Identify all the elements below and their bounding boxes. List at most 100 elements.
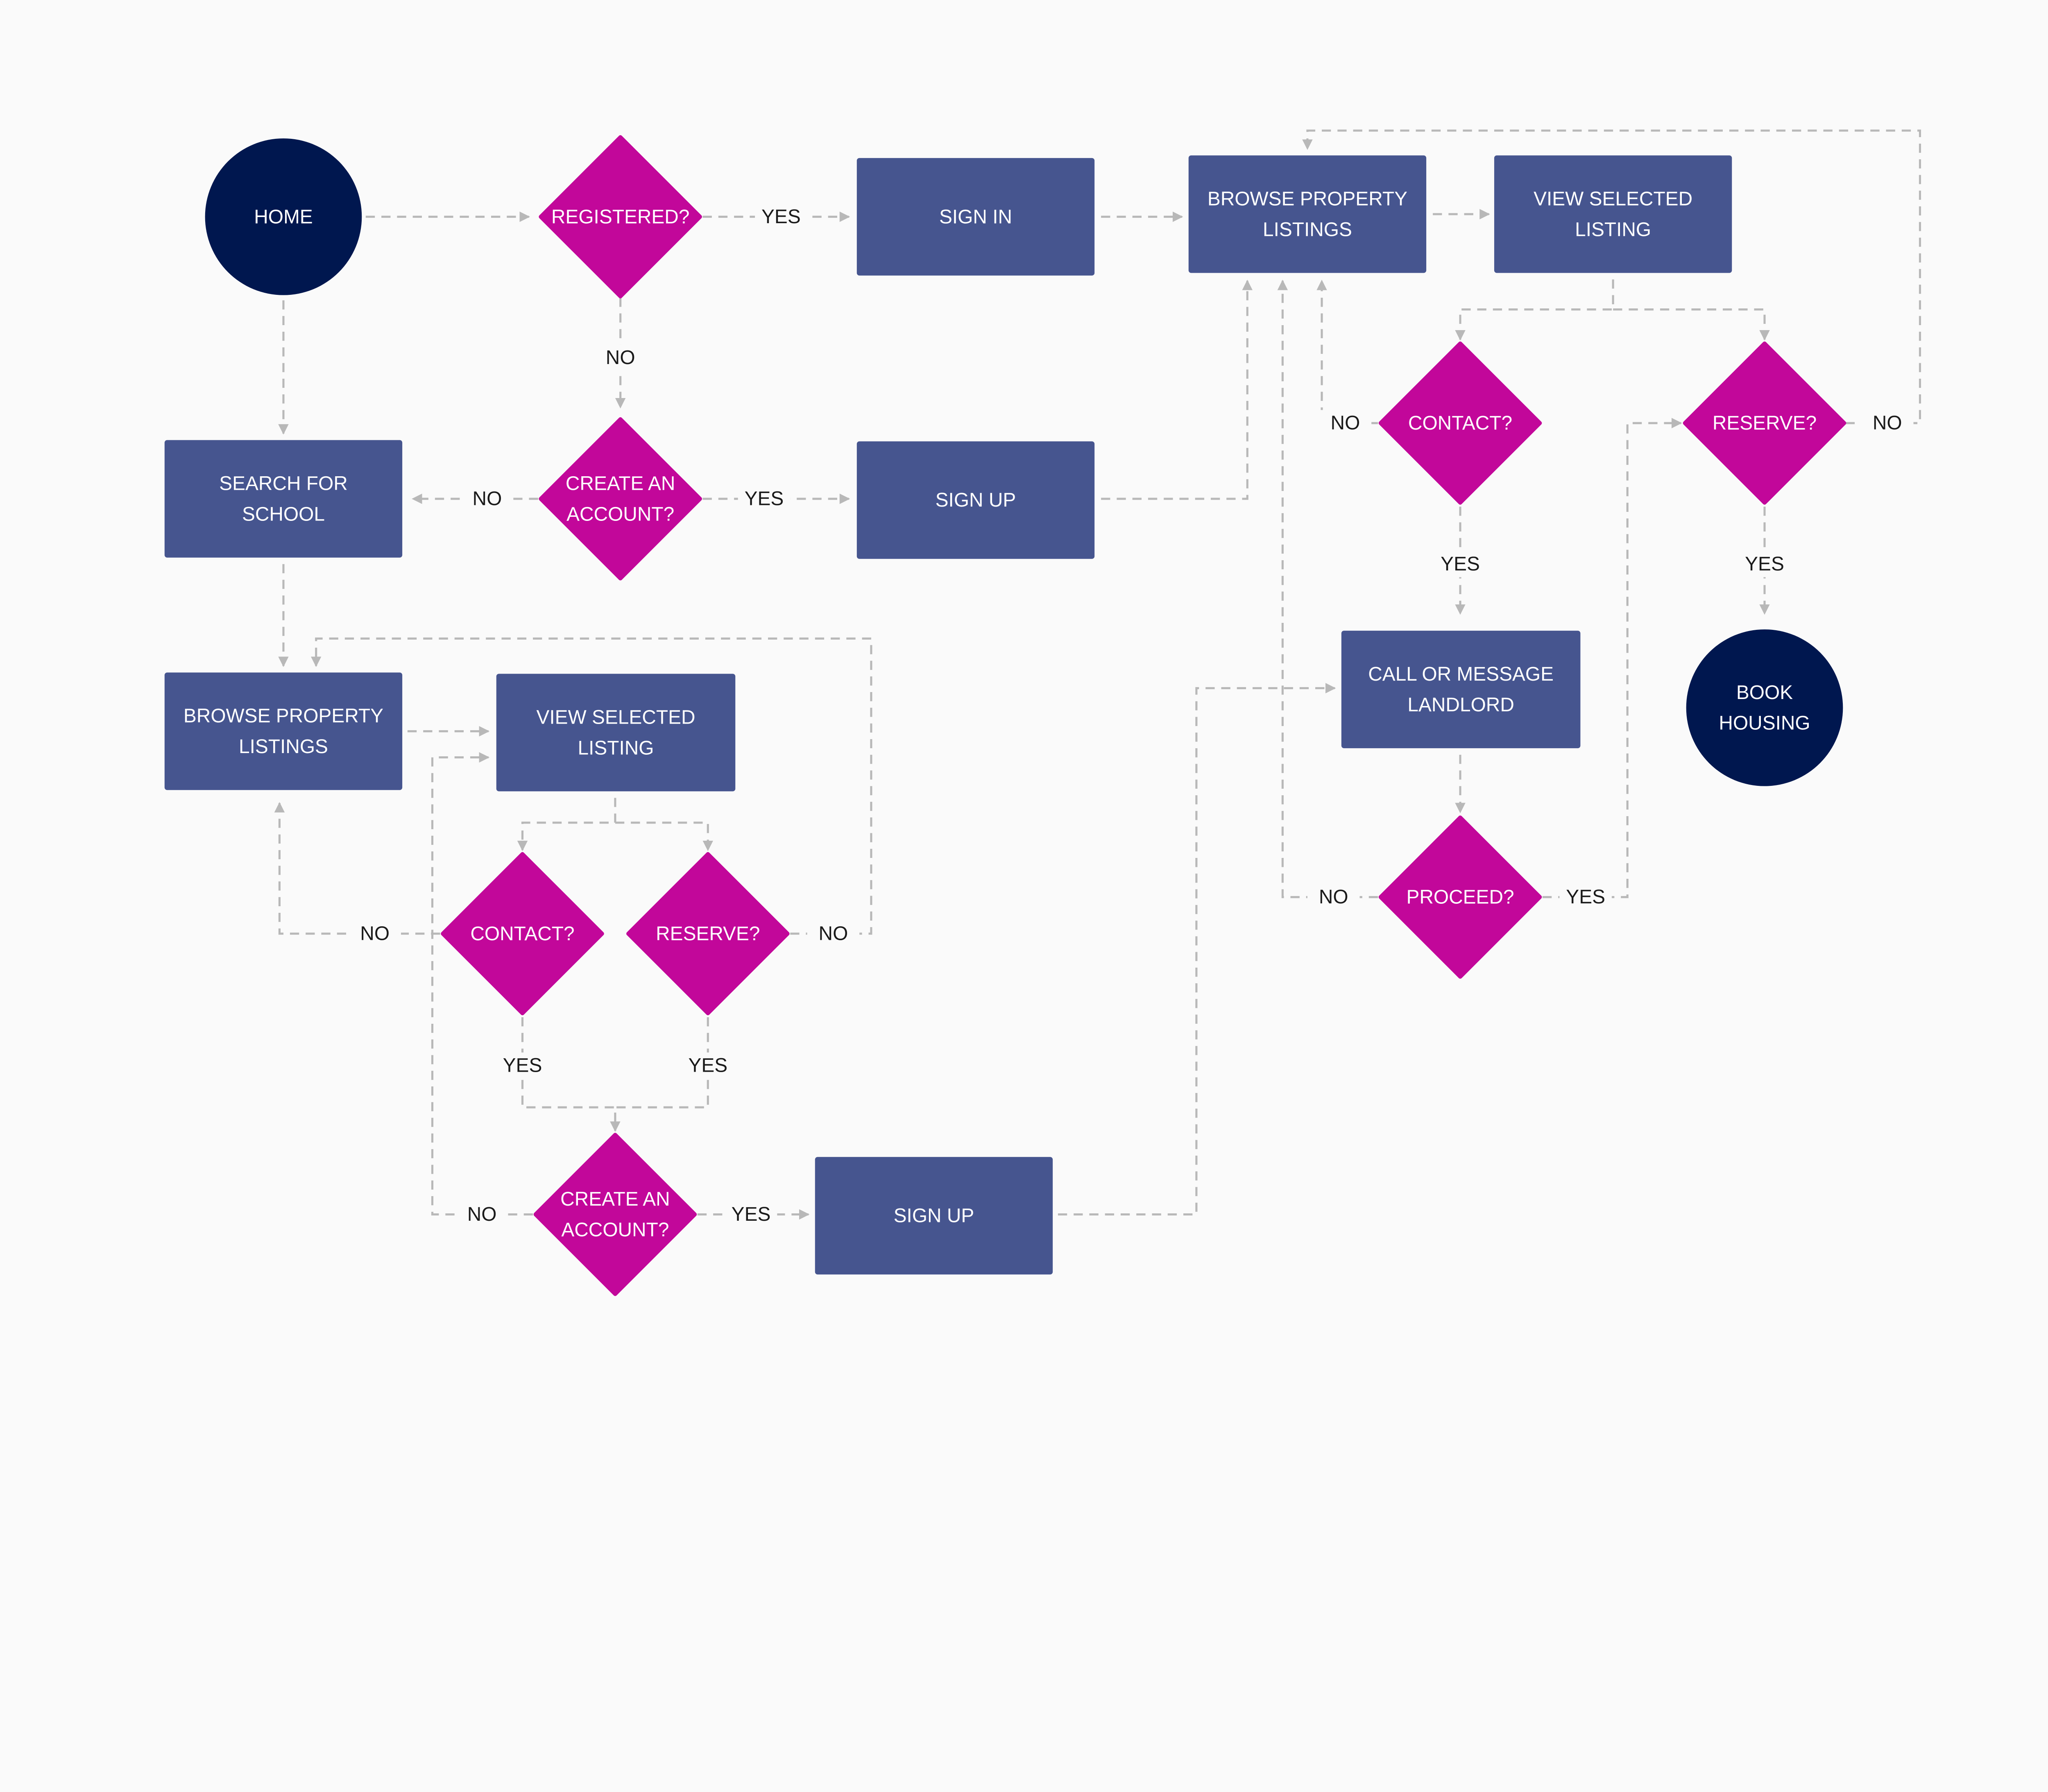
edge-label-background: [755, 204, 807, 230]
edge-label-no: NO: [1873, 412, 1902, 434]
edge-label-no: NO: [360, 923, 390, 944]
node-label: VIEW SELECTED: [1534, 188, 1692, 210]
connector-arrow: [1101, 280, 1253, 500]
edge-label-yes: YES: [1441, 553, 1480, 575]
edge-label-no: NO: [1319, 886, 1348, 908]
decision-diamond: [441, 852, 604, 1016]
connector-arrow: [615, 821, 714, 851]
edge-label-background: [1434, 551, 1486, 577]
node-label: LISTINGS: [239, 736, 328, 758]
process-box: [856, 441, 1095, 559]
edge-label-background: [1559, 884, 1612, 910]
process-box: [1341, 631, 1581, 749]
node-call-landlord[interactable]: CALL OR MESSAGE LANDLORD: [1341, 631, 1581, 749]
edge-label-background: [1861, 410, 1914, 437]
node-label: SIGN UP: [936, 489, 1016, 511]
node-label: SIGN IN: [939, 206, 1012, 228]
node-label: RESERVE?: [1713, 412, 1817, 434]
node-label: PROCEED?: [1406, 887, 1514, 908]
node-label: SEARCH FOR: [219, 473, 348, 495]
connector-arrow: [1542, 418, 1682, 898]
node-label: CONTACT?: [470, 923, 574, 945]
edge-label-background: [1738, 551, 1791, 577]
edge-label-no: NO: [606, 347, 635, 369]
edge-label-background: [738, 486, 791, 512]
terminal-circle: [205, 138, 362, 295]
node-create-account-1[interactable]: CREATE AN ACCOUNT?: [539, 417, 702, 581]
decision-diamond: [1378, 341, 1542, 505]
edge-label-background: [1319, 410, 1372, 437]
edge-label-background: [461, 486, 514, 512]
node-browse-1[interactable]: BROWSE PROPERTY LISTINGS: [1188, 155, 1427, 273]
edge-label-no: NO: [1331, 412, 1360, 434]
node-label: CONTACT?: [1408, 412, 1512, 434]
process-box: [1494, 155, 1732, 273]
node-registered[interactable]: REGISTERED?: [539, 135, 702, 299]
node-sign-up-1[interactable]: SIGN UP: [856, 441, 1095, 559]
process-box: [496, 674, 736, 792]
decision-diamond: [533, 1133, 697, 1296]
edge-label-background: [725, 1201, 777, 1228]
node-label: RESERVE?: [656, 923, 760, 945]
edge-label-no: NO: [819, 923, 848, 944]
edge-label-background: [496, 1052, 549, 1079]
edge-label-no: NO: [473, 488, 502, 510]
edge-label-background: [1307, 884, 1360, 910]
node-label: CREATE AN: [566, 473, 675, 495]
node-contact-2[interactable]: CONTACT?: [441, 852, 604, 1016]
process-box: [856, 158, 1095, 276]
process-box: [1188, 155, 1427, 273]
node-reserve-2[interactable]: RESERVE?: [626, 852, 790, 1016]
node-label: BROWSE PROPERTY: [1208, 188, 1407, 210]
decision-diamond: [626, 852, 790, 1016]
node-view-1[interactable]: VIEW SELECTED LISTING: [1494, 155, 1732, 273]
node-label: BROWSE PROPERTY: [184, 705, 383, 727]
node-label: LISTINGS: [1263, 219, 1352, 240]
node-label: REGISTERED?: [551, 206, 690, 228]
node-label: BOOK: [1736, 682, 1793, 704]
process-box: [164, 440, 403, 558]
node-create-account-2[interactable]: CREATE AN ACCOUNT?: [533, 1133, 697, 1296]
decision-diamond: [1683, 341, 1846, 505]
node-book-housing[interactable]: BOOK HOUSING: [1686, 629, 1843, 786]
node-home[interactable]: HOME: [205, 138, 362, 295]
node-label: LANDLORD: [1407, 694, 1514, 716]
edge-label-yes: YES: [732, 1204, 771, 1225]
edge-label-no: NO: [467, 1204, 497, 1225]
edge-label-background: [349, 921, 401, 947]
edge-label-yes: YES: [761, 206, 801, 228]
connector-arrow: [1613, 308, 1770, 341]
decision-diamond: [1378, 815, 1542, 979]
node-sign-in[interactable]: SIGN IN: [856, 158, 1095, 276]
edge-label-yes: YES: [688, 1055, 727, 1077]
node-proceed[interactable]: PROCEED?: [1378, 815, 1542, 979]
node-sign-up-2[interactable]: SIGN UP: [815, 1157, 1053, 1275]
decision-diamond: [539, 135, 702, 299]
process-box: [164, 672, 403, 790]
edge-label-background: [594, 344, 647, 371]
connector-arrow: [517, 798, 616, 851]
node-reserve-1[interactable]: RESERVE?: [1683, 341, 1846, 505]
edge-label-yes: YES: [1566, 886, 1605, 908]
edge-label-yes: YES: [745, 488, 784, 510]
node-browse-2[interactable]: BROWSE PROPERTY LISTINGS: [164, 672, 403, 790]
process-box: [815, 1157, 1053, 1275]
node-label: CREATE AN: [560, 1188, 670, 1210]
node-label: ACCOUNT?: [566, 504, 674, 525]
edge-label-background: [682, 1052, 734, 1079]
edge-label-background: [807, 921, 860, 947]
terminal-circle: [1686, 629, 1843, 786]
node-label: HOUSING: [1719, 713, 1810, 734]
node-label: LISTING: [1575, 219, 1651, 240]
edge-label-background: [455, 1201, 508, 1228]
node-label: ACCOUNT?: [561, 1219, 669, 1241]
node-contact-1[interactable]: CONTACT?: [1378, 341, 1542, 505]
node-label: LISTING: [578, 737, 654, 759]
node-label: SIGN UP: [894, 1205, 974, 1227]
node-label: HOME: [254, 206, 313, 228]
node-label: CALL OR MESSAGE: [1368, 663, 1554, 685]
